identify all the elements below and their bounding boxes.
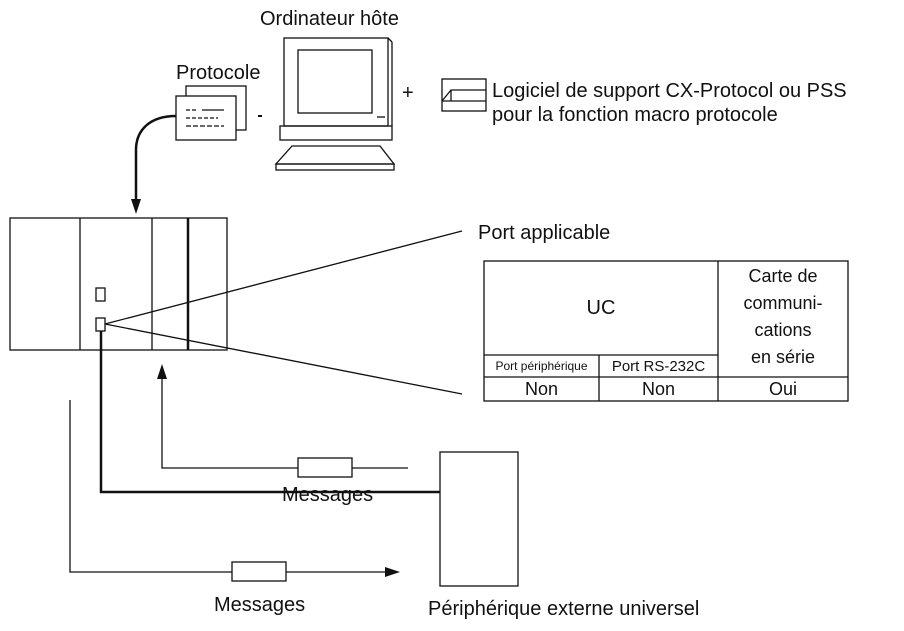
monitor-icon — [279, 37, 393, 141]
arrow-down-icon — [131, 199, 141, 214]
table-cell-serial-card-value: Oui — [768, 378, 797, 399]
software-label-line1: Logiciel de support CX-Protocol ou PSS — [492, 80, 847, 102]
arrow-up-icon — [157, 364, 167, 379]
table-cell-peripheral-value: Non — [524, 378, 559, 399]
callout-line-top — [104, 230, 463, 325]
port-table — [483, 260, 849, 402]
table-header-peripheral-port: Port périphérique — [495, 359, 588, 373]
table-header-serial-card-3: cations — [754, 319, 812, 340]
callout-line-bottom — [104, 323, 463, 395]
software-label-line2: pour la fonction macro protocole — [492, 104, 778, 126]
host-computer-label: Ordinateur hôte — [260, 8, 399, 30]
protocol-transfer-cable — [134, 114, 177, 200]
software-disk-icon — [441, 78, 487, 112]
message-packet-top — [297, 457, 353, 478]
message-packet-bottom — [231, 561, 287, 582]
table-cell-rs232c-value: Non — [641, 378, 676, 399]
messages-label-top: Messages — [282, 484, 374, 506]
applicable-port-label: Port applicable — [478, 222, 611, 244]
keyboard-icon — [274, 145, 396, 171]
plc-rack — [9, 217, 228, 351]
arrow-right-icon — [385, 567, 400, 577]
plc-port-serial — [95, 317, 106, 332]
table-header-uc: UC — [586, 296, 616, 319]
protocol-document-icon — [175, 85, 247, 141]
table-header-rs232c-port: Port RS-232C — [611, 357, 706, 375]
serial-cable — [99, 331, 440, 494]
plc-port-upper — [95, 287, 106, 302]
table-header-serial-card-2: communi- — [743, 292, 823, 313]
external-device-label: Périphérique externe universel — [428, 598, 700, 620]
table-header-serial-card-4: en série — [750, 346, 816, 367]
external-device — [439, 451, 519, 587]
message-flow-incoming — [161, 378, 408, 469]
protocol-label: Protocole — [176, 62, 261, 84]
plus-sign: + — [402, 82, 414, 104]
table-header-serial-card-1: Carte de — [748, 265, 818, 286]
messages-label-bottom: Messages — [214, 594, 306, 616]
